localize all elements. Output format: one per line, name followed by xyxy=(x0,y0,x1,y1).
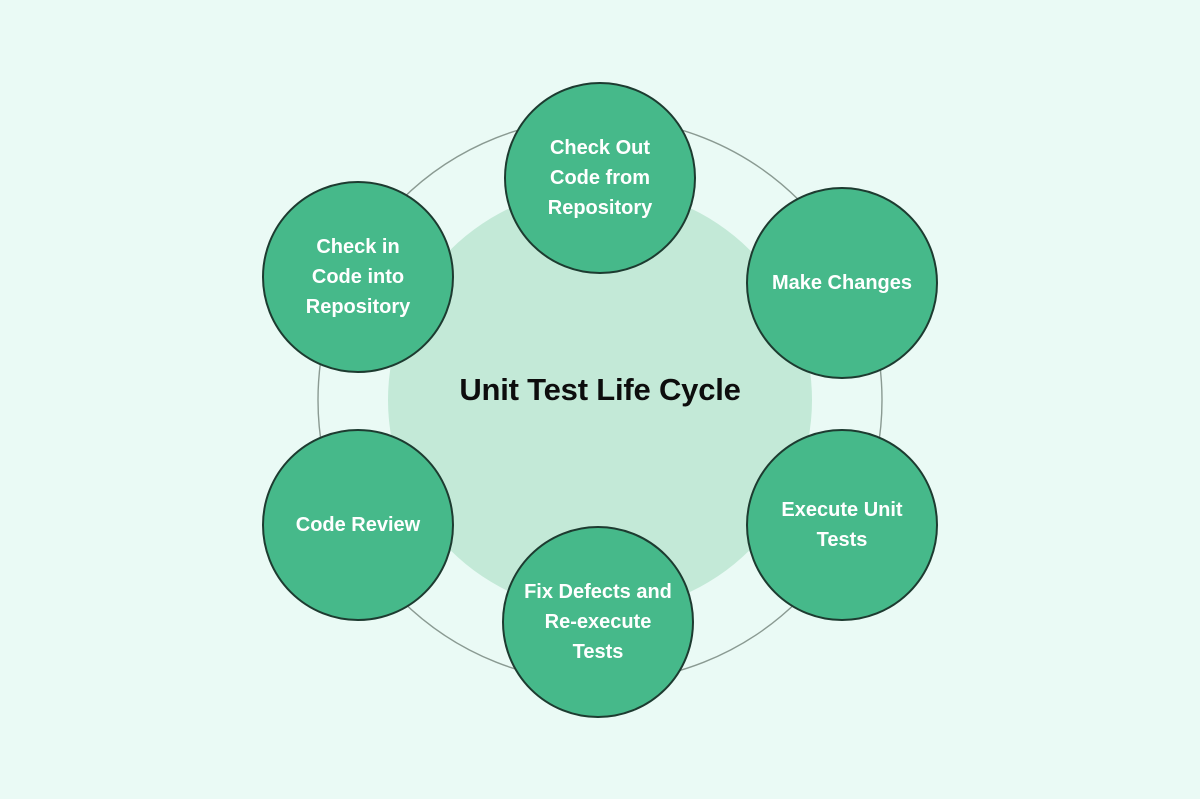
cycle-node-make-changes[interactable]: Make Changes xyxy=(746,187,938,379)
cycle-node-label: Execute Unit Tests xyxy=(781,499,903,551)
cycle-node-label: Check Out Code from Repository xyxy=(547,137,653,219)
cycle-node-label: Make Changes xyxy=(771,272,913,294)
cycle-node-fix-defects[interactable]: Fix Defects and Re-execute Tests xyxy=(502,526,694,718)
page-title: Unit Test Life Cycle xyxy=(459,372,741,407)
cycle-node-check-out-code[interactable]: Check Out Code from Repository xyxy=(504,82,696,274)
cycle-node-check-in-code[interactable]: Check in Code into Repository xyxy=(262,181,454,373)
cycle-node-execute-unit-tests[interactable]: Execute Unit Tests xyxy=(746,429,938,621)
cycle-node-label: Fix Defects and Re-execute Tests xyxy=(524,581,672,663)
cycle-node-label: Check in Code into Repository xyxy=(305,236,411,318)
cycle-node-label: Code Review xyxy=(295,514,421,536)
cycle-node-code-review[interactable]: Code Review xyxy=(262,429,454,621)
